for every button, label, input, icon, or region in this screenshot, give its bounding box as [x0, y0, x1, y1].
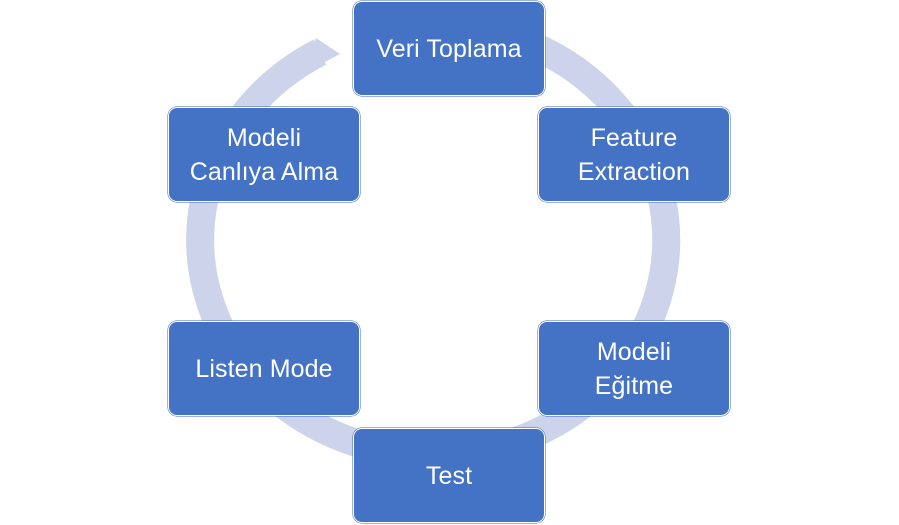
step-veri-toplama: Veri Toplama — [353, 1, 545, 96]
step-label: Test — [425, 461, 473, 490]
step-label: Modeli Eğitme — [594, 337, 674, 400]
step-modeli-canliya-alma: Modeli Canlıya Alma — [168, 107, 360, 202]
step-listen-mode: Listen Mode — [168, 321, 360, 416]
step-modeli-egitme: Modeli Eğitme — [538, 321, 730, 416]
step-feature-extraction: Feature Extraction — [538, 107, 730, 202]
cycle-arrowhead — [302, 38, 340, 74]
step-label: Feature Extraction — [577, 123, 691, 186]
step-test: Test — [353, 428, 545, 523]
step-label: Modeli Canlıya Alma — [189, 123, 339, 186]
step-label: Veri Toplama — [376, 34, 522, 63]
step-label: Listen Mode — [195, 354, 333, 383]
